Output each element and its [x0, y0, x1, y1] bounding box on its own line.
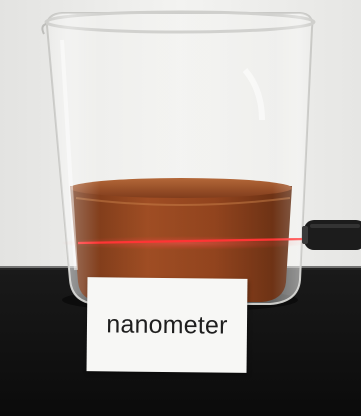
label-text: nanometer	[106, 309, 228, 340]
glass-reflection-right	[242, 68, 265, 121]
label-card: nanometer	[86, 277, 248, 373]
glass-highlight	[47, 13, 313, 304]
glass-reflection-left	[60, 39, 78, 271]
laser-pointer-highlight	[310, 224, 360, 228]
laser-pointer-tip	[302, 226, 308, 244]
beaker-spout	[41, 23, 47, 35]
